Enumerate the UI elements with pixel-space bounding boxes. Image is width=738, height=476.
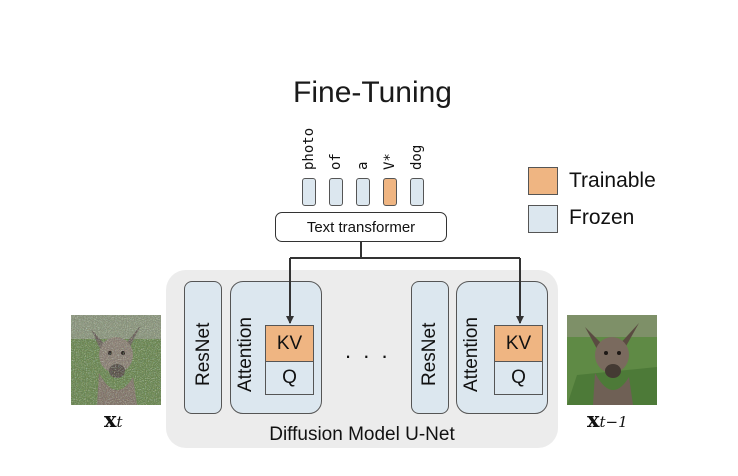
diagram-title: Fine-Tuning: [293, 76, 452, 109]
legend-label-trainable: Trainable: [569, 169, 656, 192]
token-embedding-dog: [410, 178, 424, 206]
token-embedding-a: [356, 178, 370, 206]
kv-projection-2: KV: [494, 325, 543, 362]
dog-image: [567, 315, 657, 405]
legend-label-frozen: Frozen: [569, 206, 635, 229]
resnet-block-2: [411, 281, 449, 414]
noisy-dog-image: [71, 315, 161, 405]
token-embedding-vstar: [383, 178, 397, 206]
text-transformer-box: Text transformer: [275, 212, 447, 242]
legend-swatch-trainable: [528, 167, 558, 195]
kv-projection-1: KV: [265, 325, 314, 362]
token-embedding-photo: [302, 178, 316, 206]
unet-label: Diffusion Model U-Net: [269, 424, 455, 445]
resnet-block-1: [184, 281, 222, 414]
token-embedding-of: [329, 178, 343, 206]
input-label: xt: [104, 407, 123, 432]
q-projection-1: Q: [265, 361, 314, 395]
ellipsis: . . .: [345, 338, 391, 363]
q-projection-2: Q: [494, 361, 543, 395]
legend-swatch-frozen: [528, 205, 558, 233]
output-label: xt−1: [587, 407, 628, 432]
